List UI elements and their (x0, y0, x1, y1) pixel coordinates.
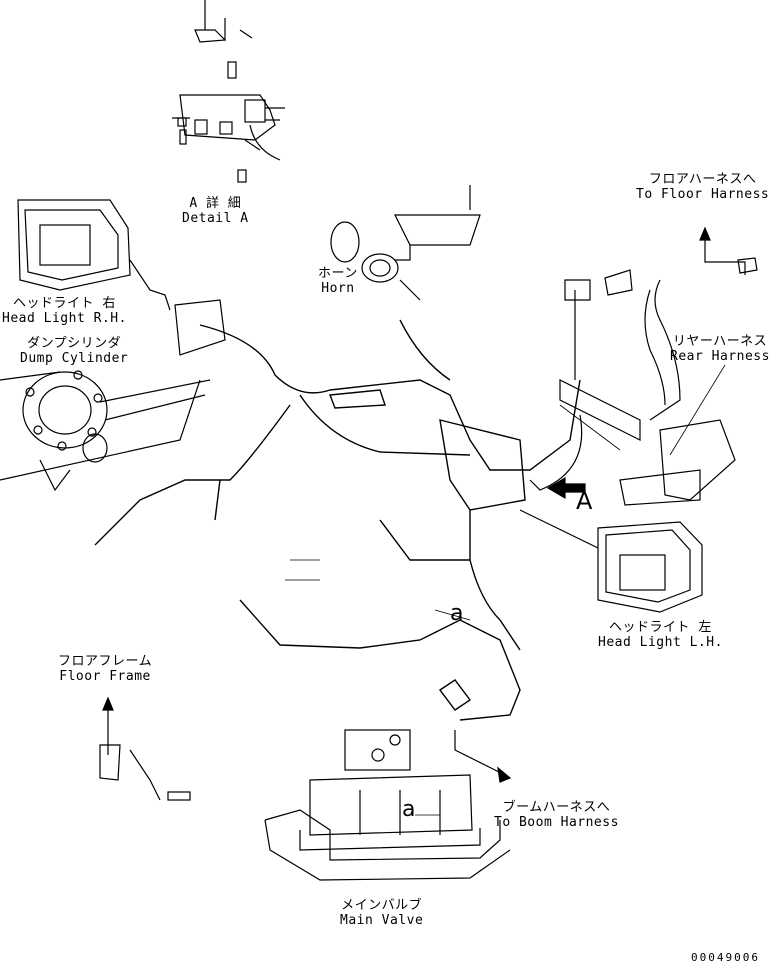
floor-harness-arrow (699, 226, 758, 275)
headlight-rh-label: ヘッドライト 右 Head Light R.H. (2, 296, 127, 326)
leader-lines (285, 364, 726, 816)
headlight-rh-drawing (17, 199, 226, 356)
headlight-lh-label: ヘッドライト 左 Head Light L.H. (598, 620, 723, 650)
headlight-lh-drawing (519, 509, 703, 613)
horn-label: ホーン Horn (318, 266, 358, 296)
main-harness (94, 319, 581, 721)
boom-harness-label: ブームハーネスへ To Boom Harness (494, 800, 619, 830)
connector-a-marker: a (450, 601, 464, 626)
view-a-marker: A (576, 487, 593, 515)
floor-frame-label: フロアフレーム Floor Frame (58, 654, 153, 684)
dump-cylinder-label: ダンプシリンダ Dump Cylinder (20, 336, 129, 366)
detail-a-label: A 詳 細 Detail A (182, 196, 249, 226)
connector-a-marker-valve: a (402, 797, 416, 822)
main-valve-label: メインバルブ Main Valve (340, 898, 424, 928)
main-valve-drawing (264, 729, 511, 881)
floor-frame-arrow (99, 696, 191, 801)
dump-cylinder-drawing (0, 370, 211, 492)
floor-harness-label: フロアハーネスへ To Floor Harness (636, 172, 770, 202)
view-arrow-a (546, 476, 586, 500)
detail-a-drawing (172, 0, 285, 183)
drawing-code: 00049006 (691, 951, 760, 964)
rear-harness-drawing (529, 269, 736, 506)
horn-drawing (330, 185, 481, 301)
rear-harness-label: リヤーハーネス Rear Harness (670, 334, 770, 364)
boom-harness-arrow (454, 730, 512, 783)
